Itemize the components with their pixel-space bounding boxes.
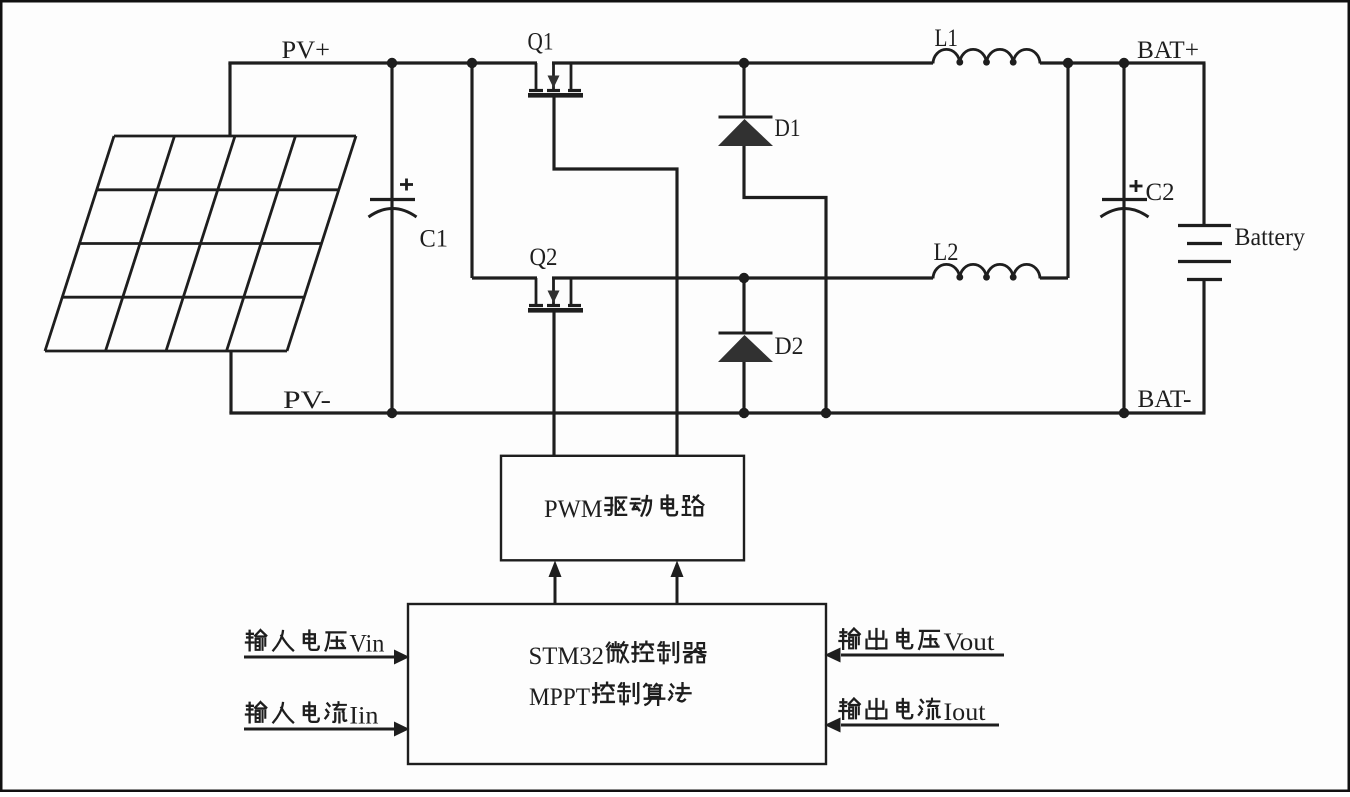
svg-text:Iin: Iin <box>349 703 379 730</box>
svg-text:MPPT: MPPT <box>529 684 590 711</box>
svg-text:Q2: Q2 <box>530 242 558 271</box>
svg-text:Vout: Vout <box>944 629 995 656</box>
svg-text:PV+: PV+ <box>282 35 331 64</box>
svg-text:Vin: Vin <box>349 631 384 658</box>
svg-text:BAT-: BAT- <box>1138 384 1192 413</box>
svg-text:L2: L2 <box>934 237 959 266</box>
svg-text:Iout: Iout <box>944 699 986 726</box>
svg-text:STM32: STM32 <box>529 643 605 670</box>
svg-text:BAT+: BAT+ <box>1137 35 1199 64</box>
svg-text:L1: L1 <box>935 23 959 52</box>
svg-text:C1: C1 <box>420 224 449 253</box>
svg-text:PWM: PWM <box>544 496 603 523</box>
svg-text:Battery: Battery <box>1235 222 1306 251</box>
svg-text:Q1: Q1 <box>528 27 554 56</box>
svg-text:D1: D1 <box>775 113 801 142</box>
svg-text:D2: D2 <box>775 331 804 360</box>
svg-text:C2: C2 <box>1146 177 1175 206</box>
svg-text:PV-: PV- <box>283 385 331 414</box>
